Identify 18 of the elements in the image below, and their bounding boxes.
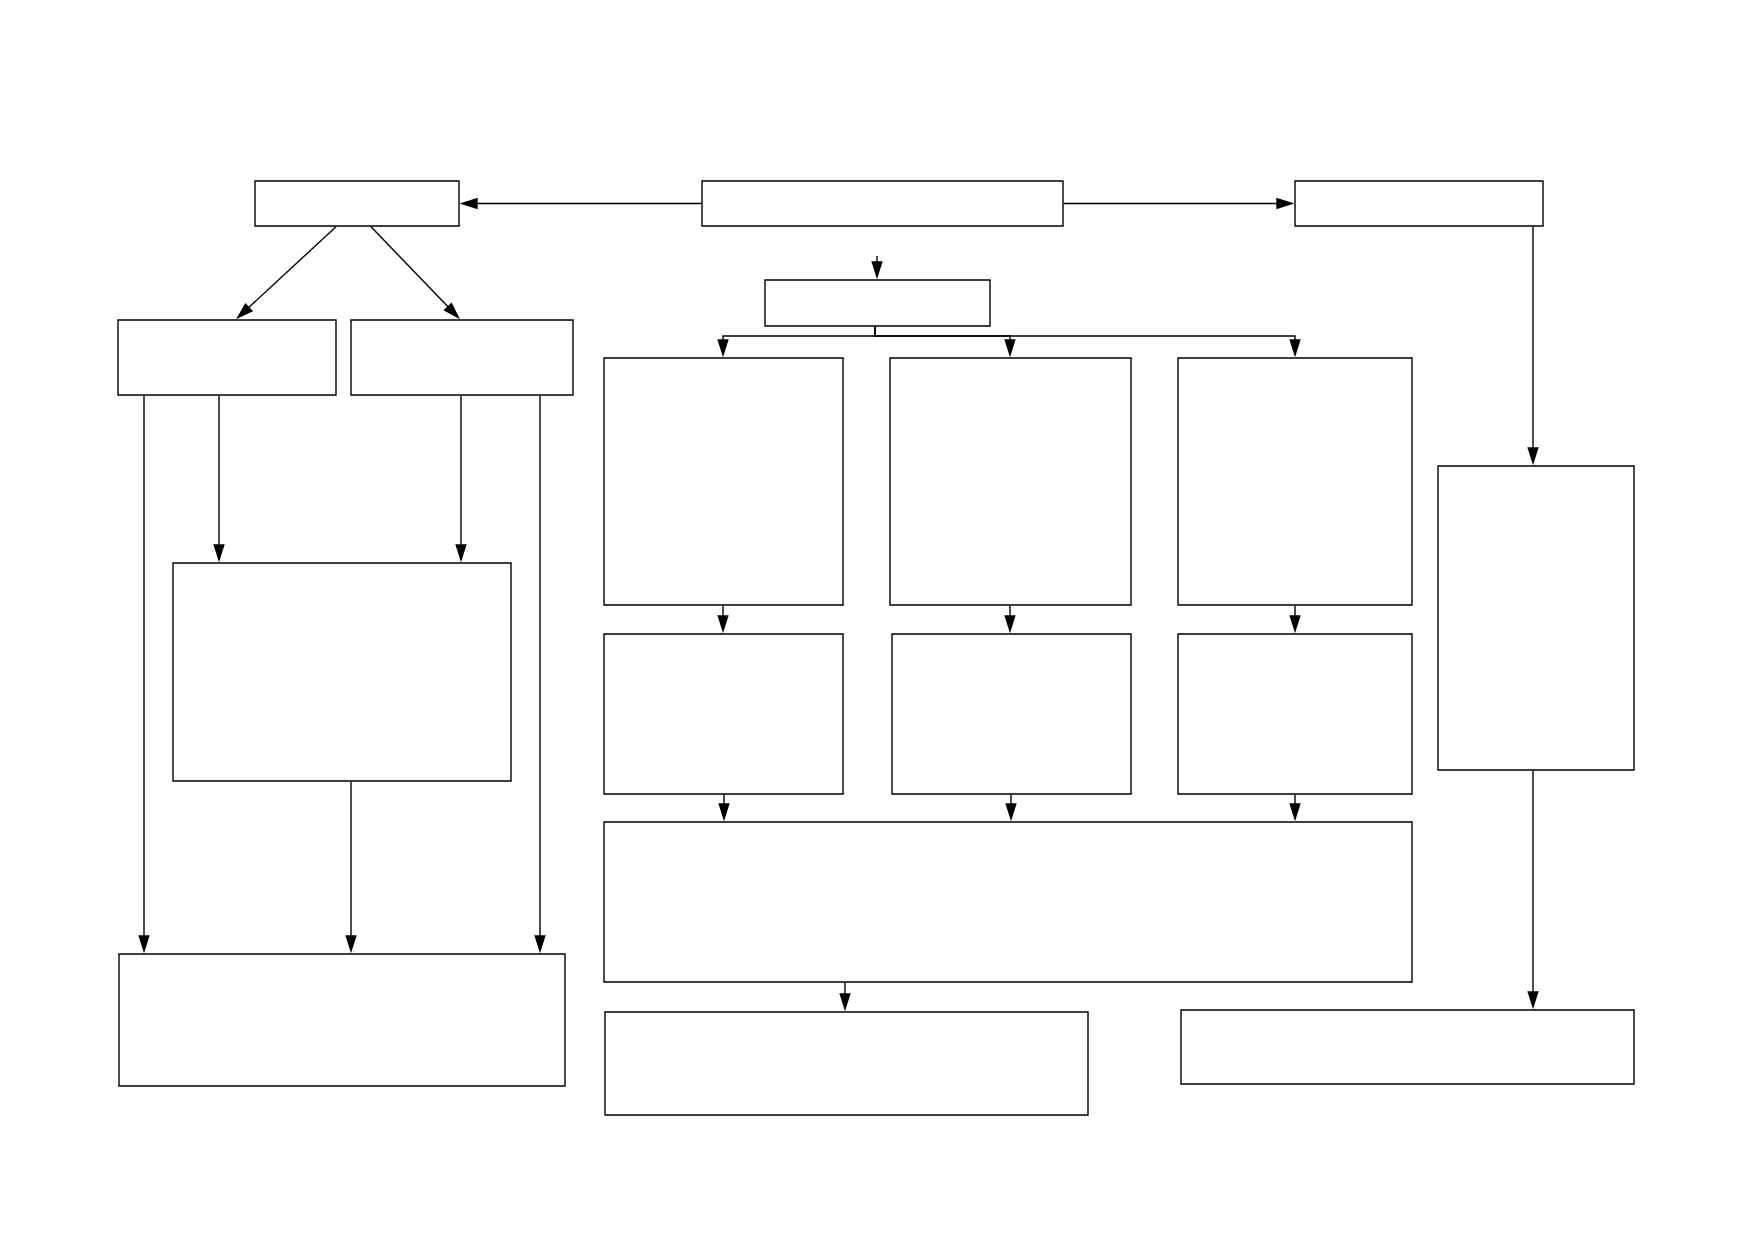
empty-box [604,1011,1089,1116]
empty-box [603,357,844,606]
empty-box [1180,1009,1635,1085]
empty-box [118,953,566,1087]
empty-box [603,633,844,795]
empty-box [117,319,337,396]
empty-box [350,319,574,396]
empty-box [891,633,1132,795]
empty-box [1437,465,1635,771]
empty-box [1177,357,1413,606]
empty-box [1177,633,1413,795]
empty-box [1294,180,1544,227]
empty-box [254,180,460,227]
empty-box [701,180,1064,227]
empty-box [172,562,512,782]
empty-box [889,357,1132,606]
empty-box [764,279,991,327]
empty-box [603,821,1413,983]
